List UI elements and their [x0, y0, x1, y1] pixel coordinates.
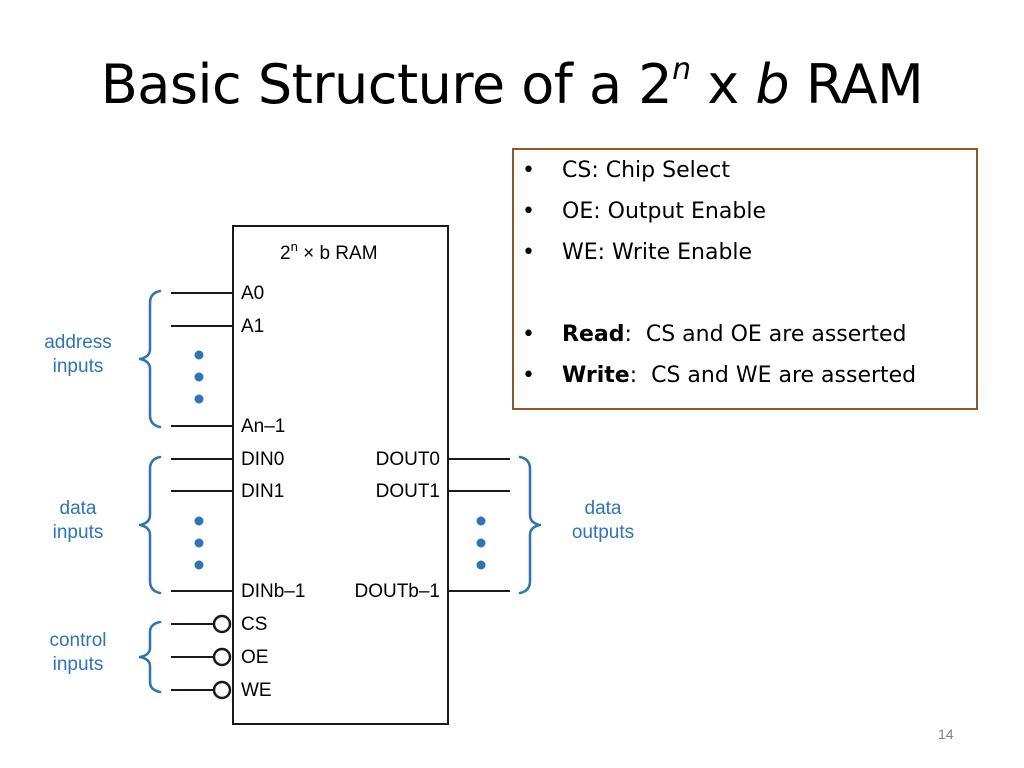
read-rule-text: Read: CS and OE are asserted [562, 322, 906, 347]
definitions-box: • CS: Chip Select • OE: Output Enable • … [512, 148, 978, 410]
pin-dinb-1: DINb–1 [241, 581, 305, 602]
data-outputs-label-1: data [585, 498, 622, 519]
control-inputs-label-2: inputs [53, 654, 104, 675]
slide-title: Basic Structure of a 2n x b RAM [0, 52, 1024, 116]
oe-bubble [212, 647, 232, 667]
address-inputs-label-2: inputs [53, 356, 104, 377]
pin-we: WE [241, 680, 272, 701]
address-inputs-label-1: address [44, 332, 112, 353]
pin-doutb-1: DOUTb–1 [354, 581, 440, 602]
control-inputs-label-1: control [49, 630, 106, 651]
title-b: b [755, 53, 790, 116]
pin-dout0: DOUT0 [376, 449, 440, 470]
address-brace [138, 289, 162, 429]
pin-dout1: DOUT1 [376, 481, 440, 502]
title-suffix: RAM [789, 53, 924, 116]
data-inputs-label-1: data [60, 498, 97, 519]
read-label: Read [562, 322, 625, 347]
title-middle: x [690, 53, 756, 116]
bullet: • [522, 158, 535, 183]
ellipsis-dots [194, 350, 486, 570]
bullet: • [522, 240, 535, 265]
write-label: Write [562, 363, 630, 388]
bullet: • [522, 199, 535, 224]
input-lines [171, 292, 233, 691]
definition-text: OE: Output Enable [562, 199, 766, 224]
page-number: 14 [938, 726, 954, 742]
write-condition: : CS and WE are asserted [629, 363, 917, 388]
title-exponent: n [672, 52, 691, 87]
chip-title: 2n × b RAM [280, 239, 378, 264]
title-prefix: Basic Structure of a 2 [100, 53, 673, 116]
definition-text: WE: Write Enable [562, 240, 753, 265]
definition-text: CS: Chip Select [562, 158, 730, 183]
ram-chip-box [232, 225, 449, 725]
data-inputs-label-2: inputs [53, 522, 104, 543]
pin-an-1: An–1 [241, 416, 285, 437]
cs-bubble [212, 614, 232, 634]
pin-a1: A1 [241, 316, 264, 337]
data-input-brace [138, 455, 162, 595]
control-brace [138, 620, 162, 694]
read-condition: : CS and OE are asserted [624, 322, 907, 347]
data-output-brace [518, 455, 542, 595]
pin-a0: A0 [241, 283, 264, 304]
output-lines [448, 458, 510, 592]
data-outputs-label-2: outputs [572, 522, 634, 543]
bullet: • [522, 322, 535, 347]
pin-din0: DIN0 [241, 449, 284, 470]
write-rule-text: Write: CS and WE are asserted [562, 363, 916, 388]
pin-din1: DIN1 [241, 481, 284, 502]
bullet: • [522, 363, 535, 388]
pin-oe: OE [241, 647, 268, 668]
we-bubble [212, 680, 232, 700]
pin-cs: CS [241, 614, 267, 635]
